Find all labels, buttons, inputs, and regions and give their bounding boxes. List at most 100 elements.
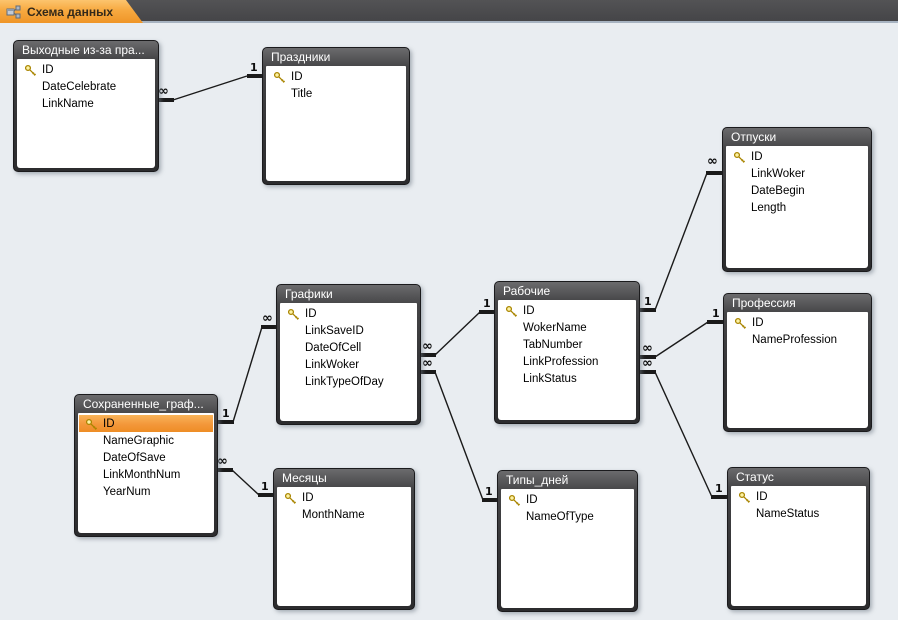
field-name: LinkWoker [305, 358, 360, 371]
field-name: ID [42, 63, 54, 76]
table-field-row[interactable]: MonthName [278, 506, 410, 523]
table-field-row[interactable]: NameOfType [502, 508, 633, 525]
field-name: WokerName [523, 321, 587, 334]
primary-key-icon [733, 151, 746, 163]
field-name: LinkTypeOfDay [305, 375, 384, 388]
table-field-row[interactable]: LinkName [18, 95, 154, 112]
table-title[interactable]: Профессия [732, 296, 796, 310]
table-title[interactable]: Месяцы [282, 471, 327, 485]
tab-label: Схема данных [27, 4, 113, 19]
cardinality-symbol: 1 [712, 307, 720, 320]
cardinality-symbol: 1 [261, 480, 269, 493]
table-field-row[interactable]: ID [267, 68, 405, 85]
field-name: MonthName [302, 508, 365, 521]
table-field-row[interactable]: LinkWoker [727, 165, 867, 182]
table-field-row[interactable]: NameStatus [732, 505, 865, 522]
field-name: LinkMonthNum [103, 468, 181, 481]
field-name: NameStatus [756, 507, 820, 520]
table-field-row[interactable]: TabNumber [499, 336, 635, 353]
table-field-row[interactable]: ID [79, 415, 213, 432]
table-field-row[interactable]: ID [278, 489, 410, 506]
table-field-row[interactable]: LinkMonthNum [79, 466, 213, 483]
primary-key-icon [85, 418, 98, 430]
table-otpuski[interactable]: Отпуски ID LinkWoker DateBegin Length [722, 127, 872, 272]
cardinality-symbol: ∞ [217, 454, 228, 469]
table-field-row[interactable]: LinkStatus [499, 370, 635, 387]
primary-key-icon [738, 491, 751, 503]
cardinality-symbol: ∞ [262, 311, 273, 326]
relationship-line[interactable] [421, 370, 497, 502]
cardinality-symbol: 1 [715, 482, 723, 495]
table-vyhodnye-iz-za-prazdnikov[interactable]: Выходные из-за пра... ID DateCelebrate L… [13, 40, 159, 172]
table-field-row[interactable]: YearNum [79, 483, 213, 500]
table-title[interactable]: Типы_дней [506, 473, 569, 487]
table-rabochie[interactable]: Рабочие ID WokerName TabNumber LinkProfe… [494, 281, 640, 424]
relationship-line[interactable] [640, 320, 723, 359]
relationships-icon [6, 5, 21, 19]
table-status[interactable]: Статус ID NameStatus [727, 467, 870, 610]
field-name: DateOfSave [103, 451, 166, 464]
table-title[interactable]: Статус [736, 470, 774, 484]
table-field-row[interactable]: Length [727, 199, 867, 216]
field-name: ID [302, 491, 314, 504]
table-field-row[interactable]: DateOfCell [281, 339, 416, 356]
primary-key-icon [505, 305, 518, 317]
table-field-row[interactable]: LinkSaveID [281, 322, 416, 339]
table-title[interactable]: Выходные из-за пра... [22, 43, 145, 57]
relationship-line[interactable] [421, 310, 494, 357]
table-field-row[interactable]: ID [281, 305, 416, 322]
table-field-row[interactable]: ID [728, 314, 867, 331]
field-name: ID [752, 316, 764, 329]
tab-schema-dannyh[interactable]: Схема данных [0, 0, 143, 23]
relationship-line[interactable] [218, 468, 273, 497]
relationship-line[interactable] [158, 74, 262, 102]
table-title[interactable]: Графики [285, 287, 333, 301]
table-field-row[interactable]: NameProfession [728, 331, 867, 348]
cardinality-symbol: 1 [250, 61, 258, 74]
table-field-row[interactable]: DateBegin [727, 182, 867, 199]
table-field-row[interactable]: ID [727, 148, 867, 165]
cardinality-symbol: 1 [485, 485, 493, 498]
table-tipy-dnej[interactable]: Типы_дней ID NameOfType [497, 470, 638, 612]
table-field-row[interactable]: Title [267, 85, 405, 102]
table-title[interactable]: Отпуски [731, 130, 777, 144]
table-title[interactable]: Рабочие [503, 284, 551, 298]
table-prazdniki[interactable]: Праздники ID Title [262, 47, 410, 185]
relationship-line[interactable] [640, 171, 722, 312]
table-field-row[interactable]: LinkProfession [499, 353, 635, 370]
table-field-row[interactable]: ID [732, 488, 865, 505]
cardinality-symbol: ∞ [642, 341, 653, 356]
table-title[interactable]: Праздники [271, 50, 331, 64]
table-field-row[interactable]: ID [502, 491, 633, 508]
table-field-row[interactable]: NameGraphic [79, 432, 213, 449]
table-field-row[interactable]: ID [18, 61, 154, 78]
table-field-row[interactable]: WokerName [499, 319, 635, 336]
table-sohranennye-grafiki[interactable]: Сохраненные_граф... ID NameGraphic DateO… [74, 394, 218, 537]
relationship-line[interactable] [218, 325, 276, 424]
field-name: LinkSaveID [305, 324, 364, 337]
field-name: NameGraphic [103, 434, 174, 447]
table-mesyacy[interactable]: Месяцы ID MonthName [273, 468, 415, 610]
field-name: ID [103, 417, 115, 430]
table-grafiki[interactable]: Графики ID LinkSaveID DateOfCell LinkWok… [276, 284, 421, 425]
field-name: Length [751, 201, 787, 214]
field-name: LinkName [42, 97, 94, 110]
field-name: ID [751, 150, 763, 163]
cardinality-symbol: ∞ [707, 154, 718, 169]
cardinality-symbol: ∞ [422, 339, 433, 354]
field-name: LinkStatus [523, 372, 577, 385]
table-field-row[interactable]: LinkTypeOfDay [281, 373, 416, 390]
table-field-row[interactable]: DateCelebrate [18, 78, 154, 95]
table-field-row[interactable]: LinkWoker [281, 356, 416, 373]
table-field-row[interactable]: DateOfSave [79, 449, 213, 466]
relationship-line[interactable] [640, 370, 727, 499]
table-field-row[interactable]: ID [499, 302, 635, 319]
cardinality-symbol: ∞ [642, 356, 653, 371]
table-professiya[interactable]: Профессия ID NameProfession [723, 293, 872, 432]
field-name: DateBegin [751, 184, 805, 197]
field-name: NameOfType [526, 510, 594, 523]
table-title[interactable]: Сохраненные_граф... [83, 397, 204, 411]
primary-key-icon [287, 308, 300, 320]
cardinality-symbol: 1 [483, 297, 491, 310]
